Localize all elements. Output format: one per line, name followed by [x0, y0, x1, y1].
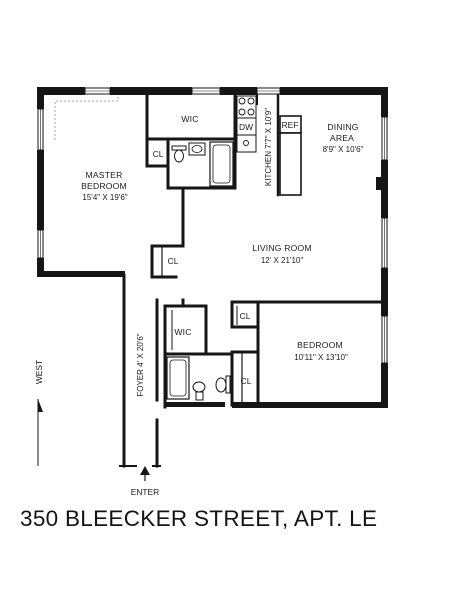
wall-top-far [280, 87, 387, 95]
wall-bottom-bath [165, 402, 225, 407]
interior-walls [119, 93, 384, 468]
kitchen-label: KITCHEN 7'7" X 10'9" [264, 108, 273, 186]
dining-area-dims: 8'9" X 10'6" [323, 145, 364, 154]
apartment-title: 350 BLEECKER STREET, APT. LE [20, 506, 378, 531]
refrigerator-label: REF [282, 120, 299, 130]
wall-right-2 [381, 160, 388, 218]
kitchen-counter-peninsula [279, 132, 302, 196]
wall-right-pier [376, 177, 382, 190]
closet-rods [171, 306, 238, 350]
alcove-dashes [54, 96, 119, 140]
window-center-lines [40, 90, 385, 363]
dining-area-label-2: AREA [330, 133, 354, 143]
wall-left-1 [37, 87, 44, 109]
foyer-label: FOYER 4' X 20'6" [136, 333, 145, 396]
wall-top-left [37, 87, 85, 95]
burner-icon [247, 97, 255, 105]
wall-top-mid [110, 87, 192, 95]
toilet-icon [192, 381, 206, 393]
bath-sink-icon [215, 377, 227, 393]
bathtub-inner [169, 359, 187, 397]
wall-right-4 [381, 363, 388, 408]
burner-icon [238, 108, 246, 116]
wall-bottom-master [37, 271, 125, 277]
wall-top-right [220, 87, 257, 95]
bathtub-inner [212, 144, 231, 184]
compass: WEST [34, 360, 44, 466]
room-labels: MASTER BEDROOM 15'4" X 19'6" WIC DINING … [81, 108, 363, 397]
compass-west-label: WEST [34, 360, 44, 384]
master-bedroom-label-2: BEDROOM [81, 181, 127, 191]
closet-living-label: CL [168, 256, 179, 266]
toilet-tank-icon [195, 391, 204, 401]
wall-living-closet [150, 244, 185, 279]
wall-right-1 [381, 87, 388, 117]
fixture-labels: DW REF CL CL CL CL [153, 120, 299, 386]
bath-sink-bowl [191, 145, 203, 153]
closet-bedroom-upper-label: CL [240, 311, 251, 321]
master-bedroom-label: MASTER [85, 170, 122, 180]
wall-right-3 [381, 268, 388, 316]
living-room-label: LIVING ROOM [252, 243, 312, 253]
toilet-icon [174, 149, 184, 163]
master-bedroom-dims: 15'4" X 19'6" [82, 193, 127, 202]
kitchen-fixtures [236, 95, 302, 196]
enter-arrow-icon [140, 466, 150, 475]
living-room-dims: 12' X 21'10" [261, 256, 304, 265]
wic-top-label: WIC [181, 114, 198, 124]
bedroom-dims: 10'11" X 13'10" [294, 353, 348, 362]
sink-drain-icon [243, 140, 249, 146]
compass-arrow-icon [38, 399, 43, 412]
bath-sink-ledge [225, 375, 231, 394]
burner-icon [238, 97, 246, 105]
wall-bottom-bedroom [232, 402, 388, 408]
bedroom-label: BEDROOM [297, 340, 343, 350]
dishwasher-label: DW [239, 122, 253, 132]
enter-label: ENTER [131, 487, 159, 497]
dining-area-label: DINING [327, 122, 358, 132]
entrance: ENTER [131, 466, 159, 497]
master-bath-fixtures [171, 141, 234, 187]
burner-icon [247, 108, 255, 116]
closet-master-label: CL [153, 149, 164, 159]
wall-left-2 [37, 150, 44, 230]
wall-left-3 [37, 258, 44, 277]
toilet-tank-icon [171, 145, 187, 151]
closet-bedroom-lower-label: CL [241, 376, 252, 386]
lower-bath-fixtures [166, 356, 231, 401]
exterior-walls [37, 87, 388, 408]
wic-lower-label: WIC [174, 327, 191, 337]
